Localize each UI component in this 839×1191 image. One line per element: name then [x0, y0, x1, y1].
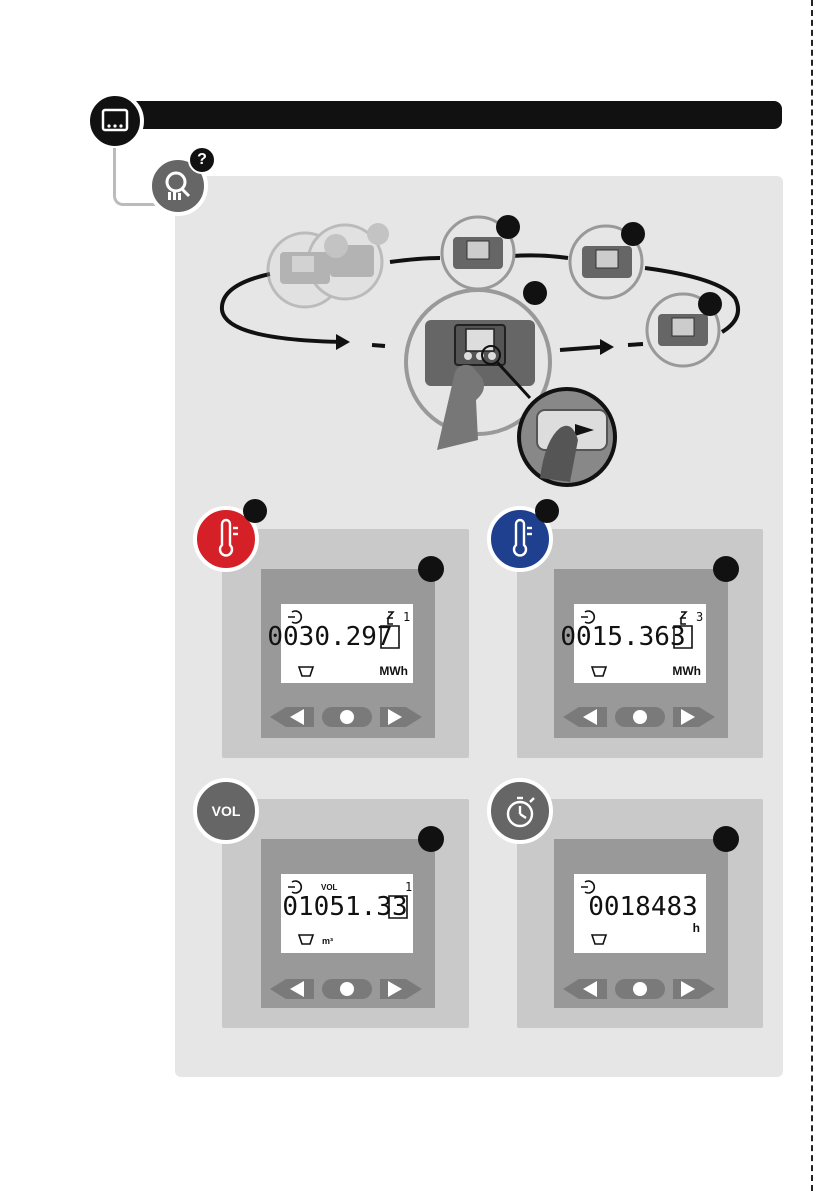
- lcd-unit: MWh: [672, 664, 701, 678]
- arrow-left-icon: [336, 334, 350, 350]
- vol-icon-label: VOL: [212, 803, 241, 819]
- lcd-digits: 0015.363: [560, 622, 685, 652]
- lcd-unit: m³: [322, 936, 333, 946]
- lcd-unit: h: [693, 921, 700, 935]
- meter-thumbnail-faded: [268, 223, 389, 307]
- lcd-digits: 0030.297: [267, 622, 392, 652]
- meter-thumbnail: [570, 222, 645, 298]
- lcd-unit: MWh: [379, 664, 408, 678]
- meter-thumbnail: [442, 215, 520, 289]
- arrow-right-icon: [600, 339, 614, 355]
- meter-thumbnail: [647, 292, 722, 366]
- lcd-digits: 0018483: [588, 892, 698, 922]
- lcd-channel: 3: [696, 610, 703, 624]
- lcd-channel: 1: [403, 610, 410, 624]
- lcd-digits: 01051.33: [282, 892, 407, 922]
- lcd-label: VOL: [321, 883, 338, 892]
- lcd-channel: 1: [405, 880, 412, 894]
- button-zoom-detail: [519, 389, 615, 485]
